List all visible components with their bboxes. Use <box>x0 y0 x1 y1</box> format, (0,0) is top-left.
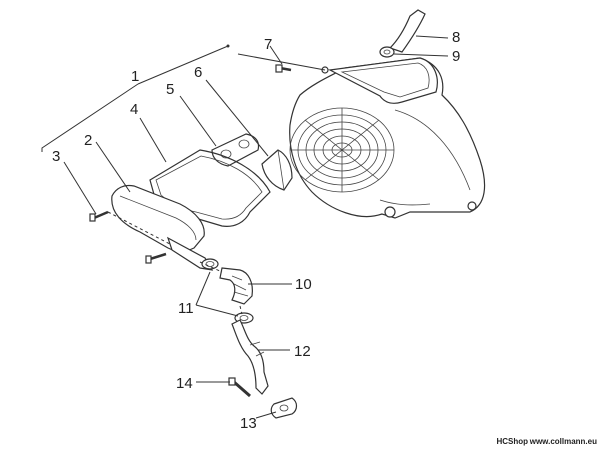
filter-housing-part-2 <box>111 184 214 271</box>
hose-part-8 <box>388 9 426 53</box>
callout-4: 4 <box>130 101 138 118</box>
leader-lines <box>63 35 449 419</box>
callout-5: 5 <box>166 81 174 98</box>
callout-labels: 1 2 3 4 5 6 7 8 9 10 11 12 13 14 <box>52 29 460 432</box>
callout-8: 8 <box>452 29 460 46</box>
callout-13: 13 <box>240 415 257 432</box>
callout-1: 1 <box>131 68 139 85</box>
callout-9: 9 <box>452 48 460 65</box>
elbow-hose-part-10 <box>219 267 253 305</box>
callout-6: 6 <box>194 64 202 81</box>
callout-3: 3 <box>52 148 60 165</box>
credit-url: www.collmann.eu <box>529 437 597 446</box>
screws-part-3 <box>89 210 167 264</box>
callout-11: 11 <box>178 300 194 317</box>
shop-credit: HCShop www.collmann.eu <box>496 437 597 446</box>
screw-part-7 <box>275 64 292 73</box>
clamp-part-9 <box>379 46 395 58</box>
callout-7: 7 <box>264 36 272 53</box>
assembly-bracket-1 <box>41 44 230 152</box>
pipe-part-12 <box>231 319 269 395</box>
callout-14: 14 <box>176 375 193 392</box>
screw-part-14 <box>228 377 251 398</box>
callout-10: 10 <box>295 276 312 293</box>
filter-block-part-6 <box>261 149 293 191</box>
credit-brand: HCShop <box>496 437 528 446</box>
flange-part-13 <box>270 397 298 419</box>
callout-12: 12 <box>294 343 311 360</box>
callout-2: 2 <box>84 132 92 149</box>
fan-cover-housing <box>289 57 486 219</box>
